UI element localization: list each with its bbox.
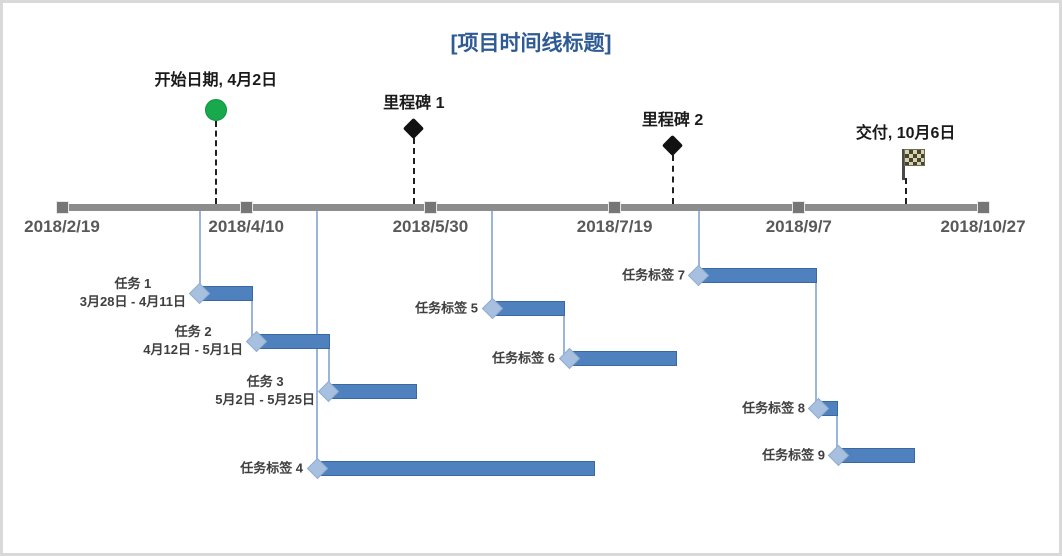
task-name-text: 任务标签 9 (762, 447, 825, 463)
task-bar[interactable] (328, 384, 417, 399)
axis-tick-square (56, 202, 68, 213)
axis-date-label: 2018/10/27 (940, 217, 1026, 236)
task-label: 任务标签 5 (415, 299, 478, 318)
milestone-drop-dashed-line (214, 121, 217, 204)
task-date-range-text: 3月28日 - 4月11日 (79, 294, 186, 310)
milestone-label: 交付, 10月6日 (855, 125, 956, 142)
milestone-drop-dashed-line (412, 138, 415, 204)
task-bar[interactable] (838, 448, 916, 463)
task-step-connector-line (251, 301, 253, 337)
axis-date-label: 2018/2/19 (24, 217, 100, 236)
axis-date-label: 2018/7/19 (576, 217, 653, 236)
task-label: 任务标签 4 (240, 459, 303, 478)
task-step-connector-line (836, 416, 839, 451)
task-label: 任务标签 8 (742, 399, 805, 418)
task-name-text: 任务标签 5 (415, 300, 479, 316)
task-label: 任务标签 6 (492, 349, 555, 368)
delivery-flag-icon[interactable] (904, 149, 926, 166)
task-label: 任务标签 9 (762, 446, 825, 465)
axis-tick-square (977, 202, 989, 213)
axis-date-label: 2018/9/7 (765, 217, 832, 236)
task-bar[interactable] (256, 334, 330, 349)
task-leader-line (198, 211, 201, 289)
task-label: 任务 1 3月28日 - 4月11日 (80, 275, 186, 313)
task-date-range-text: 4月12日 - 5月1日 (143, 342, 243, 358)
timeline-axis-bar (62, 204, 983, 211)
task-bar[interactable] (317, 461, 595, 476)
task-name-text: 任务标签 8 (742, 400, 805, 416)
milestone-label: 开始日期, 4月2日 (154, 72, 278, 89)
task-name-text: 任务 1 (114, 275, 152, 291)
milestone-label: 里程碑 2 (641, 112, 704, 129)
axis-tick-square (240, 202, 252, 213)
task-leader-line (491, 211, 493, 304)
start-date-circle-marker[interactable] (204, 99, 227, 121)
milestone-diamond-marker[interactable] (403, 117, 425, 139)
task-label: 任务 2 4月12日 - 5月1日 (143, 323, 243, 361)
axis-tick-square (793, 202, 805, 213)
task-step-connector-line (562, 316, 565, 354)
delivery-flag-pole-icon (901, 149, 905, 180)
task-bar[interactable] (698, 268, 818, 283)
task-label: 任务 3 5月2日 - 5月25日 (215, 373, 315, 411)
task-date-range-text: 5月2日 - 5月25日 (215, 392, 315, 408)
task-name-text: 任务标签 6 (492, 350, 556, 366)
task-bar[interactable] (569, 351, 678, 366)
task-step-connector-line (815, 283, 818, 404)
task-label: 任务标签 7 (622, 266, 685, 285)
axis-tick-square (424, 202, 436, 213)
axis-tick-square (609, 202, 621, 213)
axis-date-label: 2018/4/10 (208, 217, 284, 236)
task-name-text: 任务标签 7 (622, 267, 685, 283)
task-leader-line (697, 211, 700, 271)
axis-date-label: 2018/5/30 (392, 217, 469, 236)
chart-title[interactable]: [项目时间线标题] (450, 32, 612, 55)
milestone-diamond-marker[interactable] (662, 134, 684, 156)
task-name-text: 任务 3 (246, 373, 284, 389)
milestone-drop-dashed-line (671, 155, 674, 204)
milestone-label: 里程碑 1 (383, 95, 445, 112)
task-step-connector-line (328, 349, 330, 387)
task-name-text: 任务标签 4 (240, 460, 304, 476)
task-name-text: 任务 2 (174, 323, 212, 339)
milestone-drop-dashed-line (904, 178, 907, 204)
